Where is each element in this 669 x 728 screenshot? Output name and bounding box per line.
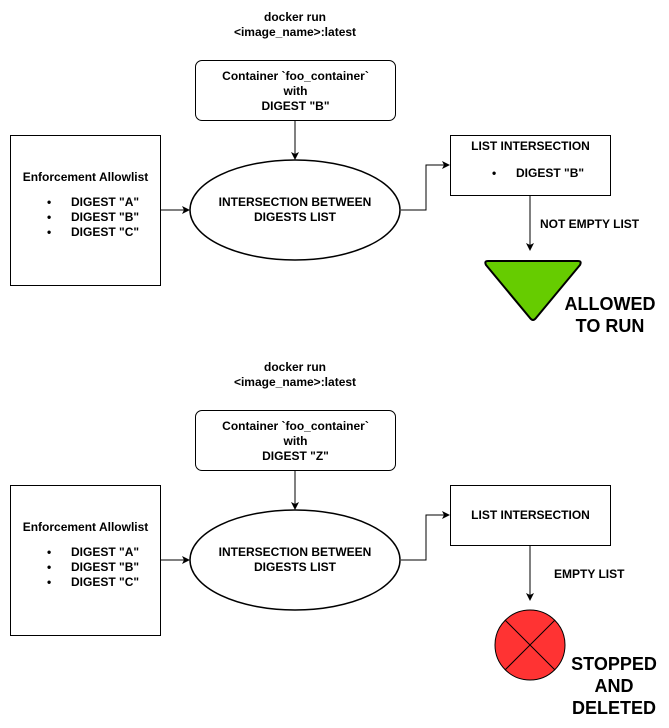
container-box-line-1: Container `foo_container`	[222, 419, 369, 433]
edge-label: EMPTY LIST	[554, 567, 625, 581]
container-box: Container `foo_container` with DIGEST "Z…	[195, 410, 396, 471]
container-box-line-3: DIGEST "B"	[261, 99, 330, 113]
allowlist-box: Enforcement Allowlist DIGEST "A" DIGEST …	[10, 485, 161, 636]
run-command-line-1: docker run	[263, 10, 326, 24]
run-command-line-2: <image_name>:latest	[233, 25, 357, 39]
ellipse-to-intersection-arrow	[401, 161, 450, 211]
allowlist-item: DIGEST "B"	[41, 560, 139, 575]
ellipse-label-line-2: DIGESTS LIST	[253, 560, 336, 574]
result-label-line-3: DELETED	[571, 698, 656, 718]
run-command-line-2: <image_name>:latest	[233, 375, 357, 389]
list-intersection-title: LIST INTERSECTION	[471, 139, 590, 153]
list-intersection-items: DIGEST "B"	[486, 166, 584, 181]
edge-label: NOT EMPTY LIST	[540, 217, 640, 231]
scenario-1-shapes	[161, 121, 582, 321]
allowlist-box: Enforcement Allowlist DIGEST "A" DIGEST …	[10, 135, 161, 286]
list-intersection-item: DIGEST "B"	[486, 166, 584, 181]
intersection-ellipse	[189, 159, 401, 261]
scenario-2-shapes	[161, 471, 566, 681]
list-intersection-title: LIST INTERSECTION	[471, 508, 590, 522]
allowlist-item: DIGEST "A"	[41, 545, 139, 560]
container-box: Container `foo_container` with DIGEST "B…	[195, 60, 396, 121]
allowlist-title: Enforcement Allowlist	[22, 520, 149, 534]
container-box-line-1: Container `foo_container`	[222, 69, 369, 83]
container-box-line-2: with	[283, 434, 308, 448]
result-label-line-1: STOPPED	[571, 654, 657, 674]
allowlist-item: DIGEST "C"	[41, 575, 139, 590]
allowlist-item: DIGEST "C"	[41, 225, 139, 240]
result-label-line-2: AND	[594, 676, 634, 696]
ellipse-label: INTERSECTION BETWEEN DIGESTS LIST	[190, 195, 400, 225]
allowlist-item: DIGEST "B"	[41, 210, 139, 225]
result-label-line-1: ALLOWED	[564, 294, 656, 314]
ellipse-label: INTERSECTION BETWEEN DIGESTS LIST	[190, 545, 400, 575]
ellipse-label-line-1: INTERSECTION BETWEEN	[218, 195, 372, 209]
allowlist-items: DIGEST "A" DIGEST "B" DIGEST "C"	[41, 545, 139, 590]
allowlist-title: Enforcement Allowlist	[22, 170, 149, 184]
run-command: docker run <image_name>:latest	[195, 10, 395, 40]
result-label-line-2: TO RUN	[575, 316, 645, 336]
result-label: STOPPED AND DELETED	[566, 653, 662, 719]
allowed-triangle	[484, 260, 582, 321]
result-label: ALLOWED TO RUN	[560, 293, 660, 337]
allowlist-items: DIGEST "A" DIGEST "B" DIGEST "C"	[41, 195, 139, 240]
list-intersection-box: LIST INTERSECTION DIGEST "B"	[450, 135, 611, 196]
allowlist-item: DIGEST "A"	[41, 195, 139, 210]
run-command: docker run <image_name>:latest	[195, 360, 395, 390]
list-intersection-box: LIST INTERSECTION	[450, 485, 611, 546]
stopped-x-circle-icon	[494, 609, 566, 681]
intersection-ellipse	[189, 509, 401, 611]
ellipse-label-line-2: DIGESTS LIST	[253, 210, 336, 224]
run-command-line-1: docker run	[263, 360, 326, 374]
container-box-line-2: with	[283, 84, 308, 98]
container-box-line-3: DIGEST "Z"	[262, 449, 329, 463]
ellipse-to-intersection-arrow	[401, 511, 450, 561]
ellipse-label-line-1: INTERSECTION BETWEEN	[218, 545, 372, 559]
